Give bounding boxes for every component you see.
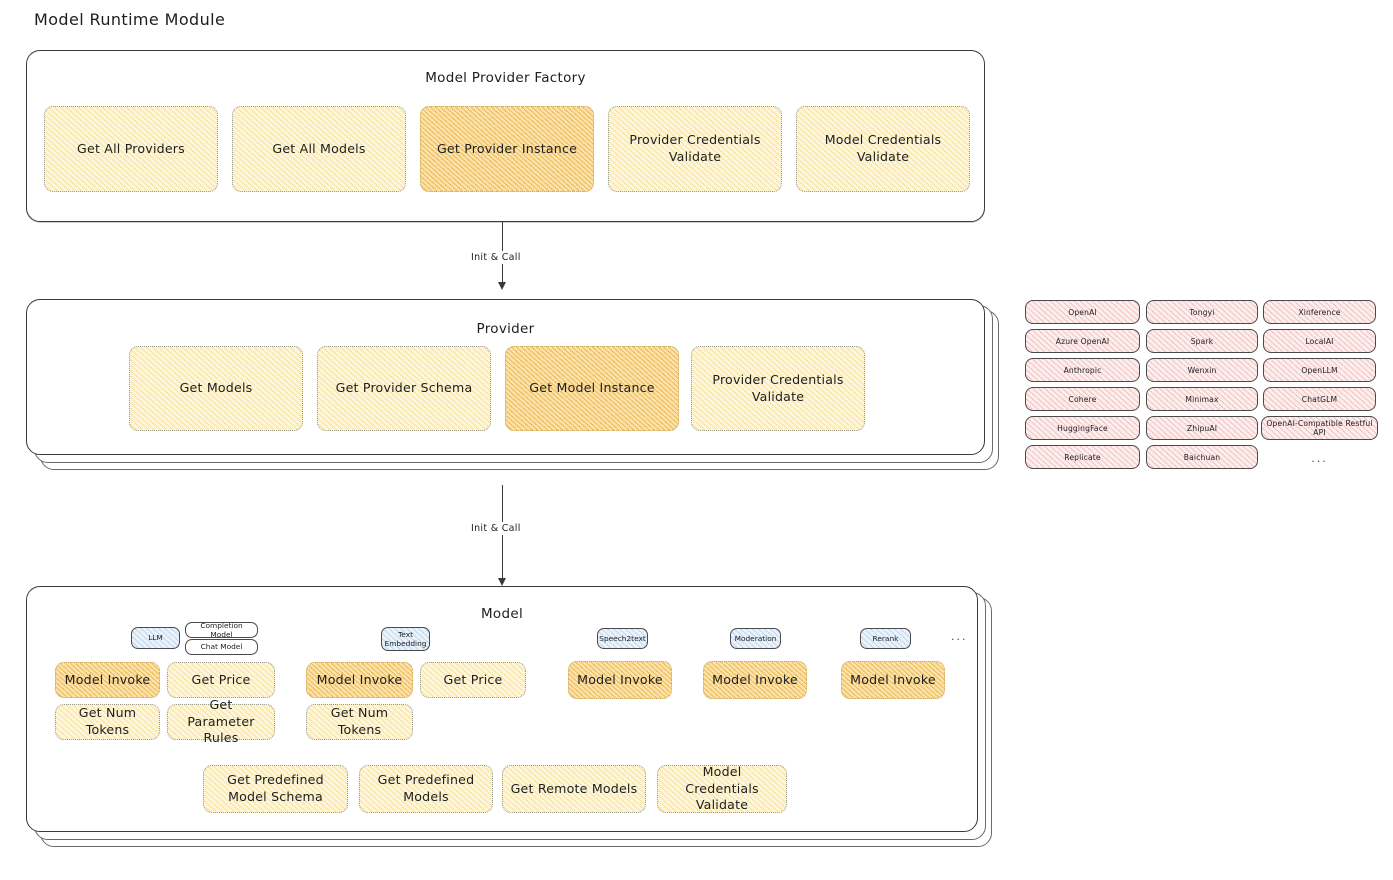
provider-chip-chatglm[interactable]: ChatGLM [1263, 387, 1376, 411]
arrow-provider-to-model-label: Init & Call [467, 522, 525, 535]
arrow-provider-to-model-head [498, 578, 506, 586]
model-llm-method-get-parameter-rules[interactable]: Get Parameter Rules [167, 697, 275, 745]
model-type-badge-rerank[interactable]: Rerank [860, 628, 911, 649]
model-common-get-remote-models[interactable]: Get Remote Models [502, 765, 646, 813]
model-text-embedding-method-get-price[interactable]: Get Price [420, 662, 526, 698]
model-llm-method-model-invoke[interactable]: Model Invoke [55, 662, 160, 698]
model-common-get-predefined-model-schema[interactable]: Get Predefined Model Schema [203, 765, 348, 813]
model-sub-badge-completion-model[interactable]: Completion Model [185, 621, 258, 639]
factory-node-model-credentials-validate[interactable]: Model Credentials Validate [796, 106, 970, 192]
model-type-badge-moderation[interactable]: Moderation [730, 628, 781, 649]
provider-chip-xinference[interactable]: Xinference [1263, 300, 1376, 324]
factory-node-get-all-providers[interactable]: Get All Providers [44, 106, 218, 192]
provider-title: Provider [476, 321, 535, 337]
provider-chip-tongyi[interactable]: Tongyi [1146, 300, 1258, 324]
page-title: Model Runtime Module [34, 10, 226, 29]
model-rerank-method-model-invoke[interactable]: Model Invoke [841, 661, 945, 699]
provider-chip-localai[interactable]: LocalAI [1263, 329, 1376, 353]
provider-chip-cohere[interactable]: Cohere [1025, 387, 1140, 411]
provider-chip-minimax[interactable]: Minimax [1146, 387, 1258, 411]
provider-node-get-model-instance[interactable]: Get Model Instance [505, 346, 679, 431]
provider-chip-spark[interactable]: Spark [1146, 329, 1258, 353]
model-type-badge-speech2text[interactable]: Speech2text [597, 628, 648, 649]
provider-chip-zhipuai[interactable]: ZhipuAI [1146, 416, 1258, 440]
model-sub-badge-chat-model[interactable]: Chat Model [185, 639, 258, 655]
model-provider-factory-title: Model Provider Factory [425, 70, 586, 86]
model-speech2text-method-model-invoke[interactable]: Model Invoke [568, 661, 672, 699]
provider-chip-wenxin[interactable]: Wenxin [1146, 358, 1258, 382]
model-text-embedding-method-model-invoke[interactable]: Model Invoke [306, 662, 413, 698]
model-llm-method-get-price[interactable]: Get Price [167, 662, 275, 698]
factory-node-get-all-models[interactable]: Get All Models [232, 106, 406, 192]
model-moderation-method-model-invoke[interactable]: Model Invoke [703, 661, 807, 699]
model-llm-method-get-num-tokens[interactable]: Get Num Tokens [55, 704, 160, 740]
model-title: Model [480, 606, 524, 622]
model-type-badge-llm[interactable]: LLM [131, 627, 180, 649]
provider-chip-anthropic[interactable]: Anthropic [1025, 358, 1140, 382]
arrow-factory-to-provider-head [498, 282, 506, 290]
provider-chip-baichuan[interactable]: Baichuan [1146, 445, 1258, 469]
provider-chip-openllm[interactable]: OpenLLM [1263, 358, 1376, 382]
provider-chip-replicate[interactable]: Replicate [1025, 445, 1140, 469]
arrow-factory-to-provider-label: Init & Call [467, 251, 525, 264]
provider-chip-openai-compatible-restful-api[interactable]: OpenAI-Compatible Restful API [1261, 416, 1378, 440]
model-types-more-ellipsis: ... [951, 630, 968, 643]
provider-node-get-models[interactable]: Get Models [129, 346, 303, 431]
provider-chip-more-ellipsis: ... [1311, 451, 1328, 465]
provider-chip-azure-openai[interactable]: Azure OpenAI [1025, 329, 1140, 353]
model-common-model-credentials-validate[interactable]: Model Credentials Validate [657, 764, 787, 813]
provider-node-provider-credentials-validate[interactable]: Provider Credentials Validate [691, 346, 865, 431]
factory-node-provider-credentials-validate[interactable]: Provider Credentials Validate [608, 106, 782, 192]
model-common-get-predefined-models[interactable]: Get Predefined Models [359, 765, 493, 813]
factory-node-get-provider-instance[interactable]: Get Provider Instance [420, 106, 594, 192]
model-type-badge-text-embedding[interactable]: Text Embedding [381, 627, 430, 651]
provider-chip-huggingface[interactable]: HuggingFace [1025, 416, 1140, 440]
provider-node-get-provider-schema[interactable]: Get Provider Schema [317, 346, 491, 431]
model-text-embedding-method-get-num-tokens[interactable]: Get Num Tokens [306, 704, 413, 740]
provider-chip-openai[interactable]: OpenAI [1025, 300, 1140, 324]
